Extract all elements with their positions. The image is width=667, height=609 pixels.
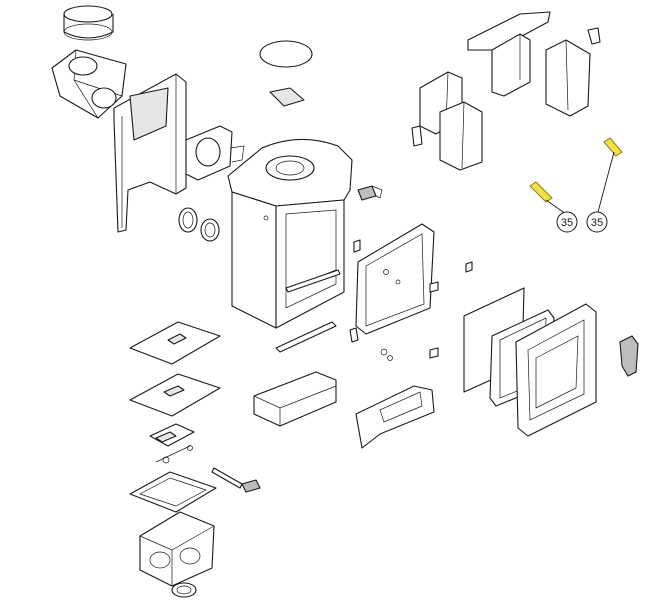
small-bracket bbox=[411, 125, 423, 147]
door-catch-clips bbox=[429, 261, 473, 359]
hotplate-disc bbox=[259, 40, 313, 68]
side-firebrick-right bbox=[545, 39, 591, 117]
grate-bar bbox=[275, 269, 341, 353]
highlighted-part-35-left[interactable] bbox=[529, 181, 553, 203]
air-inlet-mechanism bbox=[149, 423, 195, 464]
door-handle bbox=[619, 335, 639, 377]
rear-firebrick bbox=[491, 33, 531, 97]
top-bracket bbox=[269, 87, 305, 107]
front-spill-plate bbox=[355, 385, 435, 449]
control-rod bbox=[211, 467, 261, 493]
callout-35-right: 35 bbox=[586, 211, 608, 233]
base-plate-upper bbox=[129, 321, 221, 365]
leader-line-left bbox=[545, 199, 567, 215]
rear-outlet-plate bbox=[185, 125, 245, 181]
svg-text:35: 35 bbox=[561, 217, 573, 229]
ash-pan bbox=[253, 371, 337, 427]
base-gasket bbox=[129, 471, 217, 513]
flue-outlet-box bbox=[51, 49, 127, 119]
base-box bbox=[139, 511, 215, 587]
baffle-plate bbox=[467, 11, 551, 51]
door-gasket-frame bbox=[355, 223, 435, 335]
base-plate-lower bbox=[129, 373, 221, 417]
rear-heat-shield bbox=[113, 73, 187, 233]
flue-collar bbox=[63, 5, 114, 41]
spigot-rings bbox=[178, 207, 220, 242]
stove-body bbox=[227, 138, 353, 329]
highlighted-part-35-right[interactable] bbox=[603, 137, 623, 157]
stove-door bbox=[515, 303, 597, 437]
brick-retainer-clip bbox=[587, 27, 601, 45]
fixings bbox=[349, 239, 393, 361]
front-firebrick bbox=[439, 101, 483, 171]
callout-35-left: 35 bbox=[556, 211, 578, 233]
leader-line-right bbox=[597, 151, 615, 213]
svg-text:35: 35 bbox=[591, 217, 603, 229]
base-outlet-ring bbox=[171, 582, 197, 598]
air-control-slide bbox=[357, 185, 383, 201]
